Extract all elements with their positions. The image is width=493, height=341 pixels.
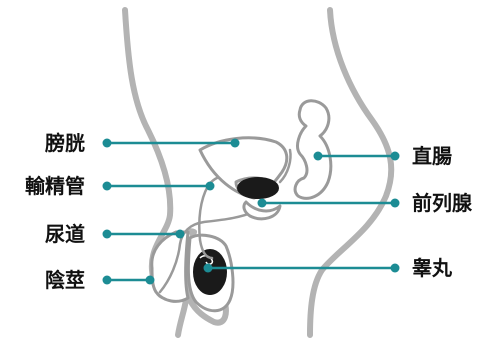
urethra-leader-end-dot (176, 230, 185, 239)
vas-deferens-leader-start-dot (103, 182, 112, 191)
rectum (295, 101, 331, 199)
body-lower-front-outline (178, 300, 186, 335)
urethra-leader-start-dot (103, 230, 112, 239)
label-bladder: 膀胱 (44, 131, 85, 155)
label-testis: 睾丸 (412, 256, 453, 280)
label-rectum: 直腸 (412, 144, 452, 168)
prostate (238, 178, 278, 198)
label-penis: 陰莖 (45, 268, 85, 292)
prostate-leader-end-dot (258, 199, 267, 208)
penis-leader-end-dot (146, 276, 155, 285)
vas-deferens-leader-end-dot (206, 182, 215, 191)
label-prostate: 前列腺 (412, 191, 473, 215)
penis-leader-start-dot (103, 276, 112, 285)
rectum-leader-start-dot (391, 152, 400, 161)
testis-leader-end-dot (204, 264, 213, 273)
label-urethra: 尿道 (45, 222, 85, 246)
bladder-leader-start-dot (103, 139, 112, 148)
label-vas-deferens: 輸精管 (25, 174, 85, 198)
bladder-leader-end-dot (231, 139, 240, 148)
prostate-leader-start-dot (391, 199, 400, 208)
testis-leader-start-dot (391, 264, 400, 273)
rectum-leader-end-dot (314, 152, 323, 161)
